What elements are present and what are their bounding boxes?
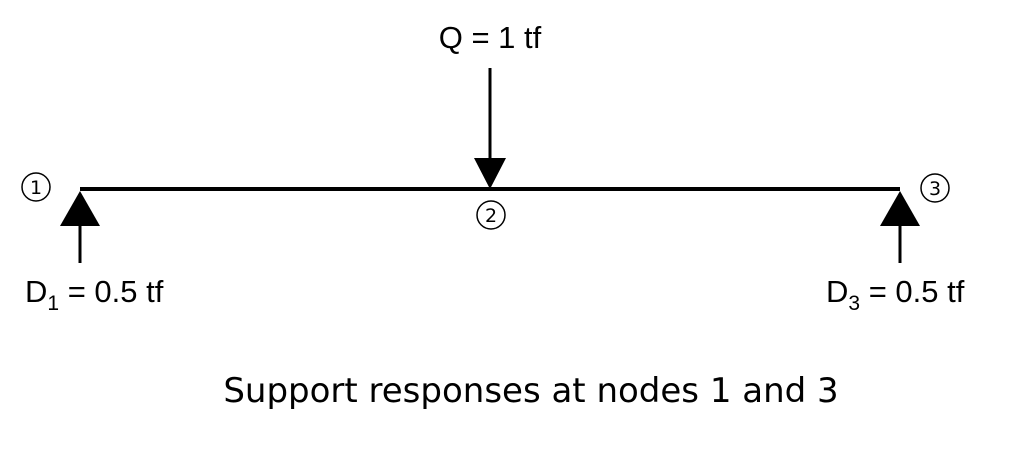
load-label: Q = 1 tf xyxy=(439,20,542,55)
node-marker-3: 3 xyxy=(920,173,950,203)
svg-text:1: 1 xyxy=(30,177,42,199)
reaction-label-1: D1 = 0.5 tf xyxy=(25,274,164,315)
node-marker-1: 1 xyxy=(21,172,51,202)
support-triangle-icon xyxy=(60,191,100,226)
reaction-label-3: D3 = 0.5 tf xyxy=(826,274,965,315)
diagram-caption: Support responses at nodes 1 and 3 xyxy=(223,371,838,411)
support-triangle-icon xyxy=(880,191,920,226)
node-marker-2: 2 xyxy=(476,200,506,230)
svg-text:3: 3 xyxy=(929,178,941,200)
support-node-3 xyxy=(880,191,920,263)
support-node-1 xyxy=(60,191,100,263)
load-arrow xyxy=(474,68,506,189)
svg-text:2: 2 xyxy=(485,205,497,227)
